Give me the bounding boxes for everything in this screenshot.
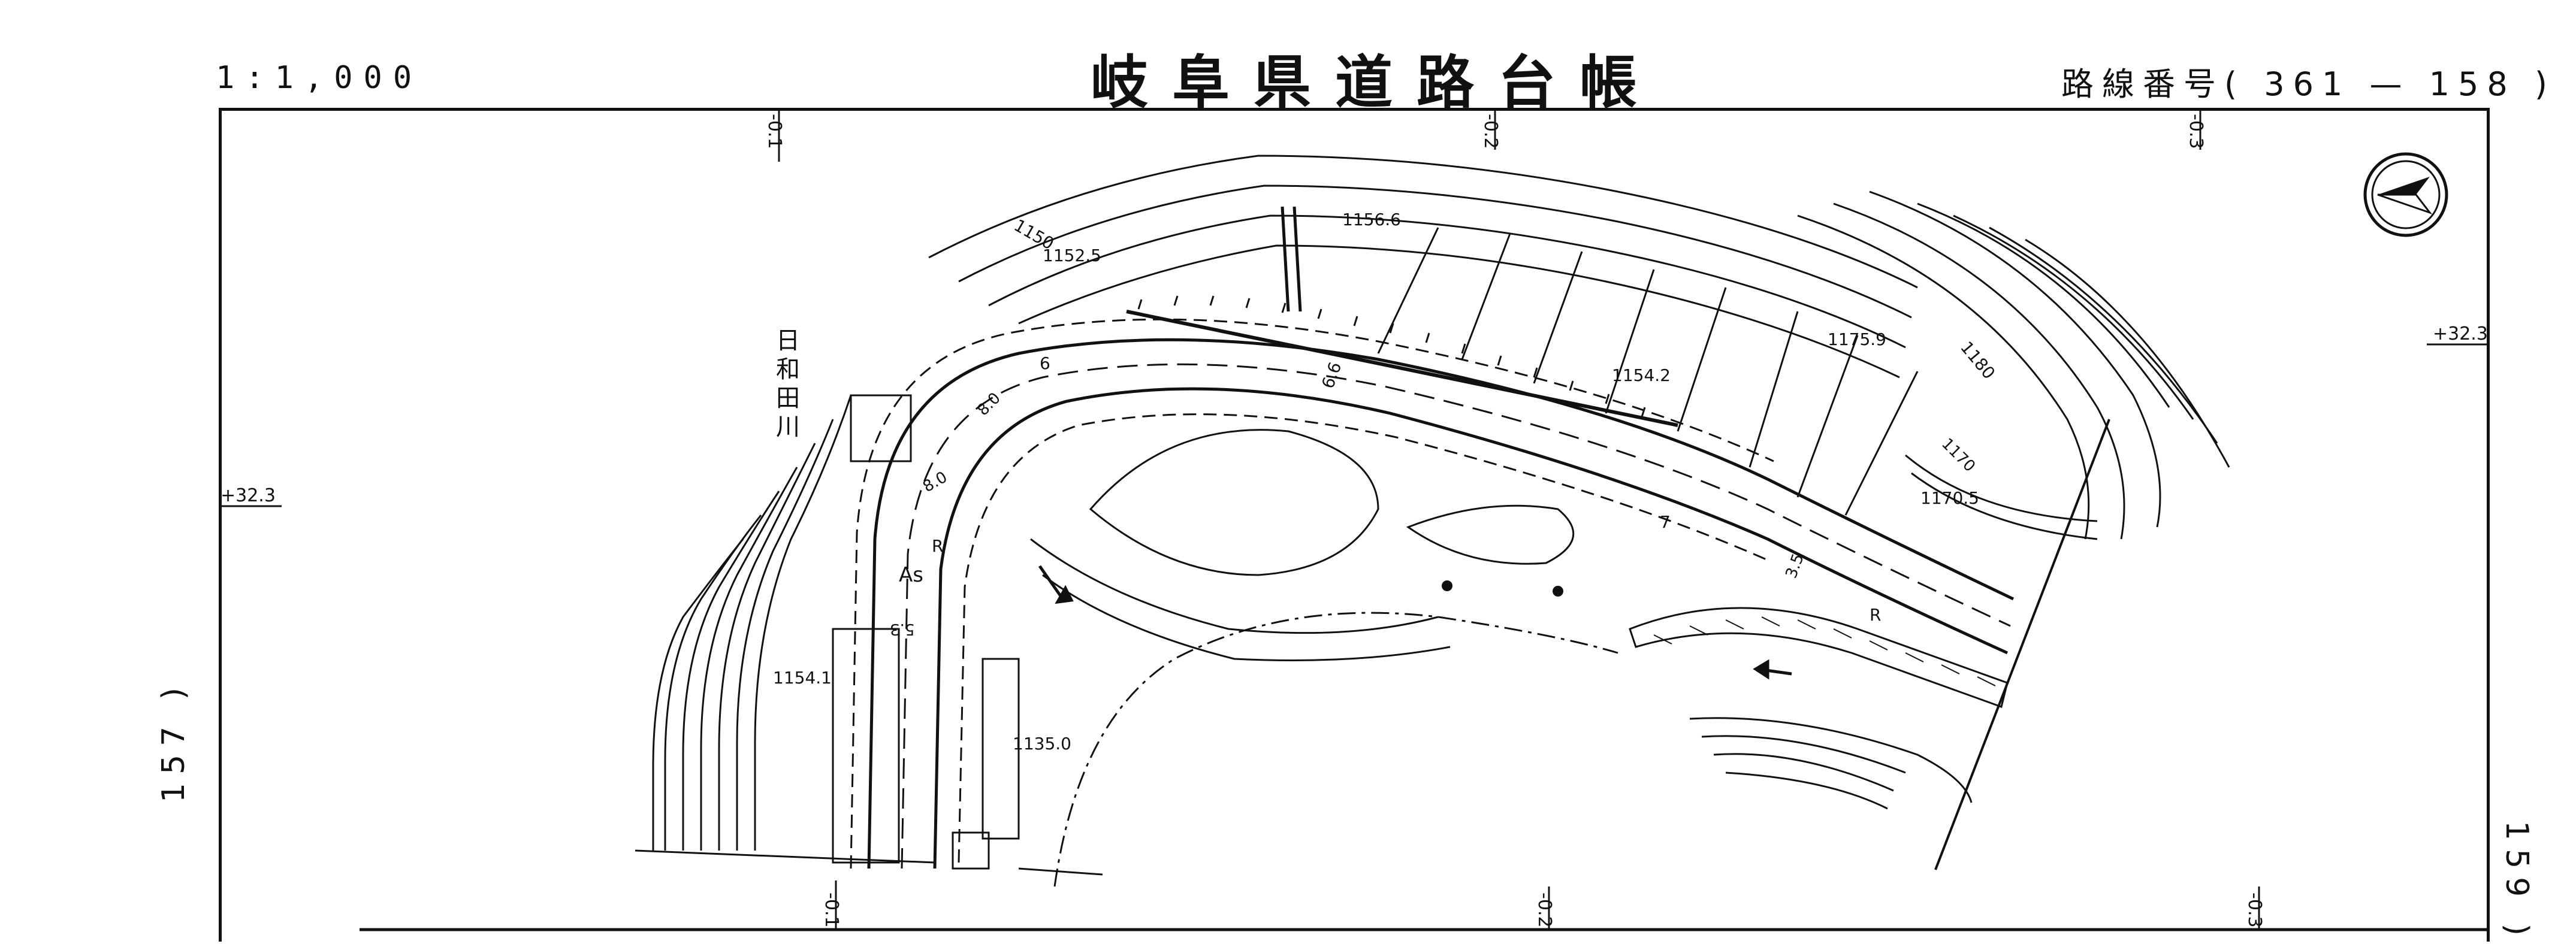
elevation-label: 1135.0 bbox=[1013, 734, 1071, 754]
road-width-label: 7 bbox=[1660, 512, 1671, 532]
road-width-label: 5.3 bbox=[890, 620, 915, 638]
pavement-label: As bbox=[899, 563, 923, 587]
elevation-label: 1156.6 bbox=[1342, 210, 1401, 229]
offset-right: +32.3 bbox=[2433, 323, 2488, 344]
route-number: 路線番号( 361 — 158 ) bbox=[2061, 65, 2556, 103]
station-bottom-2: -0.2 bbox=[1534, 892, 1555, 928]
station-top-3: -0.3 bbox=[2185, 114, 2206, 149]
elevation-label: 1154.1 bbox=[773, 668, 832, 688]
road-mark: R bbox=[1870, 605, 1882, 625]
elevation-label: 1154.2 bbox=[1612, 365, 1671, 385]
map-title: 岐阜県道路台帳 bbox=[1091, 49, 1661, 116]
station-top-1: -0.1 bbox=[764, 114, 785, 149]
elevation-label: 1175.9 bbox=[1828, 329, 1886, 349]
flow-arrow-icon bbox=[1038, 565, 1792, 680]
station-bottom-1: -0.1 bbox=[821, 892, 842, 928]
north-arrow-icon bbox=[2363, 152, 2448, 237]
station-bottom-3: -0.3 bbox=[2244, 892, 2265, 928]
river-name: 日和田川 bbox=[776, 327, 800, 441]
map-frame bbox=[219, 108, 2490, 942]
road-width-label: 6 bbox=[1040, 353, 1050, 373]
station-top-2: -0.2 bbox=[1480, 114, 1501, 149]
elevation-label: 1170.5 bbox=[1920, 488, 1979, 508]
road-mark: R bbox=[932, 536, 944, 556]
map-scale: 1:1,000 bbox=[216, 60, 423, 96]
elevation-label: 1152.5 bbox=[1043, 246, 1101, 265]
offset-left: +32.3 bbox=[221, 485, 276, 506]
